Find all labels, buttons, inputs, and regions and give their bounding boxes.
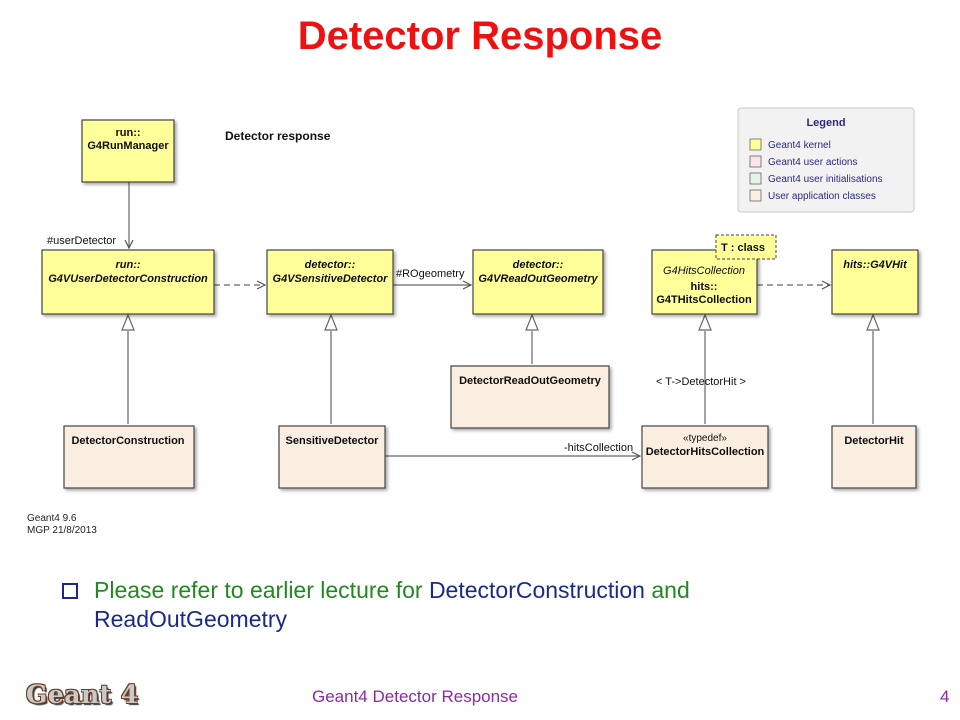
class-g4thitscollection: G4HitsCollection hits:: G4THitsCollectio… <box>651 249 758 315</box>
legend-title: Legend <box>806 117 845 129</box>
class-detectorconstruction: DetectorConstruction <box>63 425 195 489</box>
label-template-binding: < T->DetectorHit > <box>656 376 746 388</box>
template-parameter-label: T : class <box>721 242 765 254</box>
class-g4vhit: hits::G4VHit <box>831 249 919 315</box>
diagram-heading: Detector response <box>225 129 331 143</box>
class-hc-template-name: G4HitsCollection <box>663 265 745 277</box>
class-vrog-name: G4VReadOutGeometry <box>478 273 598 285</box>
class-vrog-ns: detector:: <box>513 259 564 271</box>
triangle-head-rog <box>525 313 539 331</box>
page-number: 4 <box>940 687 950 706</box>
class-g4runmanager-name: G4RunManager <box>87 140 169 152</box>
class-vhit-name: hits::G4VHit <box>843 259 908 271</box>
class-udc-name: G4VUserDetectorConstruction <box>48 273 208 285</box>
class-vsd-ns: detector:: <box>305 259 356 271</box>
class-dc-name: DetectorConstruction <box>71 435 184 447</box>
template-parameter-box: T : class <box>715 234 777 260</box>
class-dhc-stereotype: «typedef» <box>683 433 727 444</box>
bullet-text-part-2: and <box>644 577 690 603</box>
bullet-highlight-readout-geometry: ReadOutGeometry <box>94 606 288 632</box>
class-drog-name: DetectorReadOutGeometry <box>459 375 602 387</box>
legend-label-kernel: Geant4 kernel <box>768 140 831 151</box>
class-g4vreadoutgeometry: detector:: G4VReadOutGeometry <box>472 249 604 315</box>
uml-class-diagram: Detector response Geant4 9.6 MGP 21/8/20… <box>27 107 919 536</box>
class-vsd-name: G4VSensitiveDetector <box>273 273 389 285</box>
triangle-head-udc <box>121 313 135 331</box>
triangle-head-vhit <box>866 313 880 331</box>
version-note-line-2: MGP 21/8/2013 <box>27 525 97 536</box>
connectors <box>128 182 874 456</box>
version-note-line-1: Geant4 9.6 <box>27 513 77 524</box>
class-g4vuserdetectorconstruction: run:: G4VUserDetectorConstruction <box>41 249 215 315</box>
legend: Legend Geant4 kernel Geant4 user actions… <box>737 107 915 213</box>
class-detectorhitscollection: «typedef» DetectorHitsCollection <box>641 425 769 489</box>
class-g4runmanager: run:: G4RunManager <box>81 119 175 183</box>
label-ro-geometry: #ROgeometry <box>396 268 465 280</box>
legend-label-user-actions: Geant4 user actions <box>768 157 858 168</box>
legend-swatch-user-actions <box>749 155 762 168</box>
bullet-text: Please refer to earlier lecture for Dete… <box>94 576 862 634</box>
triangle-head-hc <box>698 313 712 331</box>
class-sd-name: SensitiveDetector <box>286 435 380 447</box>
class-detectorhit: DetectorHit <box>831 425 917 489</box>
class-sensitivedetector: SensitiveDetector <box>278 425 386 489</box>
class-g4runmanager-ns: run:: <box>115 127 140 139</box>
geant4-logo: Geant 4 <box>26 680 139 709</box>
class-detectorreadoutgeometry: DetectorReadOutGeometry <box>450 365 610 429</box>
legend-swatch-user-application <box>749 189 762 202</box>
label-user-detector: #userDetector <box>47 235 116 247</box>
bullet-point: Please refer to earlier lecture for Dete… <box>62 576 862 634</box>
class-g4vsensitivedetector: detector:: G4VSensitiveDetector <box>266 249 394 315</box>
bullet-text-part-1: Please refer to earlier lecture for <box>94 577 429 603</box>
class-hc-ns: hits:: <box>691 281 718 293</box>
label-hits-collection: -hitsCollection <box>564 442 633 454</box>
slide-title: Detector Response <box>297 14 663 58</box>
inheritance-heads <box>121 313 880 331</box>
class-hc-name: G4THitsCollection <box>656 294 752 306</box>
bullet-highlight-detector-construction: DetectorConstruction <box>428 577 645 603</box>
legend-swatch-kernel <box>749 138 762 151</box>
legend-label-user-application: User application classes <box>768 191 876 202</box>
class-dhc-name: DetectorHitsCollection <box>646 446 765 458</box>
triangle-head-sd <box>324 313 338 331</box>
class-dh-name: DetectorHit <box>844 435 904 447</box>
checkbox-bullet-icon <box>62 583 78 599</box>
footer-title: Geant4 Detector Response <box>312 687 519 706</box>
legend-label-user-initialisations: Geant4 user initialisations <box>768 174 883 185</box>
legend-swatch-user-initialisations <box>749 172 762 185</box>
class-udc-ns: run:: <box>115 259 140 271</box>
